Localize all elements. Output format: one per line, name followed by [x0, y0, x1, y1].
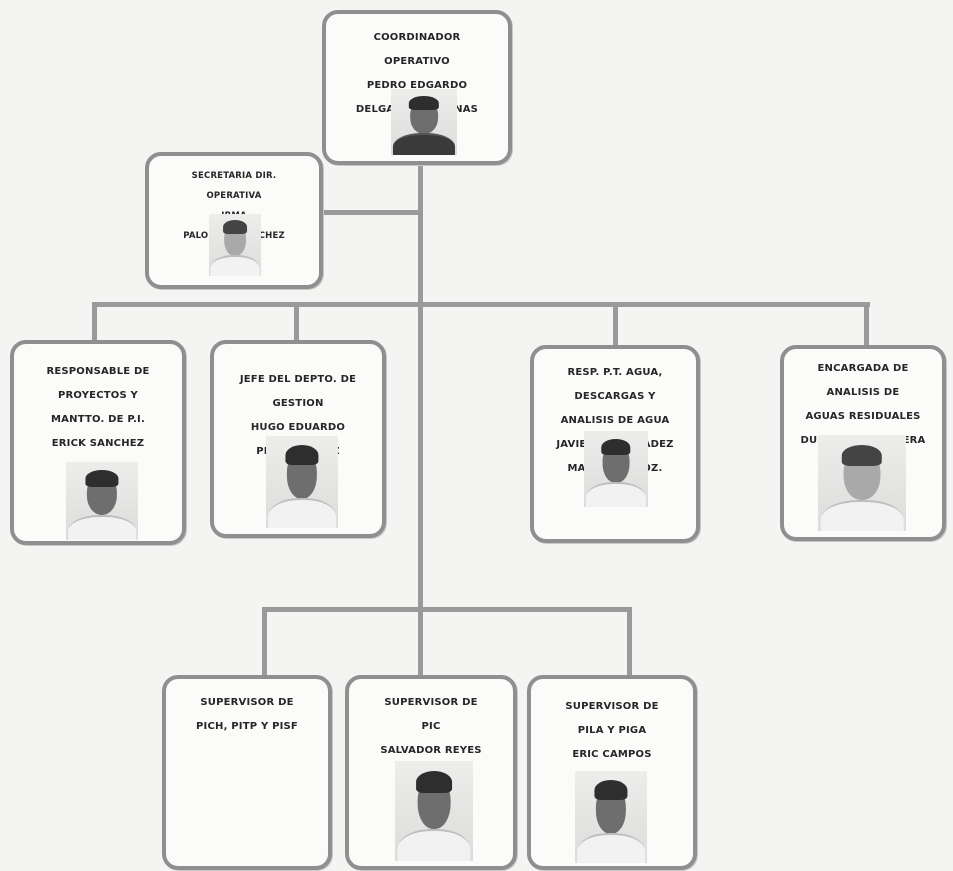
supervisor-box-pic: SUPERVISOR DE PIC SALVADOR REYES GONZALE… — [345, 675, 517, 870]
title-line: DESCARGAS Y — [574, 391, 656, 402]
title-line: OPERATIVO — [384, 56, 450, 67]
connector-supervisors-bar — [262, 607, 632, 612]
title-line: JEFE DEL DEPTO. DE — [239, 374, 357, 385]
name-line: ERICK SANCHEZ — [51, 438, 145, 449]
title-line: COORDINADOR — [373, 32, 461, 43]
name-line: PEDRO EDGARDO — [366, 80, 468, 91]
title-line: OPERATIVA — [206, 191, 262, 201]
manager-photo — [818, 435, 906, 531]
connector-supervisor-1 — [262, 607, 267, 677]
title-line: PIC — [421, 721, 441, 732]
supervisor-box-pila: SUPERVISOR DE PILA Y PIGA ERIC CAMPOS PE… — [527, 675, 697, 870]
manager-photo — [66, 462, 138, 540]
secretary-box: SECRETARIA DIR. OPERATIVA IRMA PALOMINO … — [145, 152, 323, 289]
title-line: AGUAS RESIDUALES — [805, 411, 921, 422]
manager-photo — [266, 436, 338, 528]
manager-photo — [584, 431, 648, 507]
connector-manager-2 — [294, 302, 299, 342]
connector-manager-3 — [613, 302, 618, 347]
title-line: RESP. P.T. AGUA, — [567, 367, 663, 378]
name-line: ERIC CAMPOS — [572, 749, 652, 760]
name-line: SALVADOR REYES — [380, 745, 482, 756]
title-line: SUPERVISOR DE — [200, 697, 294, 708]
title-line: RESPONSABLE DE — [46, 366, 150, 377]
secretary-photo — [209, 214, 261, 276]
manager-box-projects: RESPONSABLE DE PROYECTOS Y MANTTO. DE P.… — [10, 340, 186, 545]
manager-box-water: RESP. P.T. AGUA, DESCARGAS Y ANALISIS DE… — [530, 345, 700, 543]
supervisor-photo — [395, 761, 473, 861]
title-line: SECRETARIA DIR. — [191, 171, 277, 181]
title-line: ANALISIS DE — [826, 387, 900, 398]
coordinator-photo — [391, 89, 457, 155]
title-line: PROYECTOS Y — [57, 390, 139, 401]
connector-secretary — [322, 210, 422, 215]
manager-box-wastewater: ENCARGADA DE ANALISIS DE AGUAS RESIDUALE… — [780, 345, 946, 541]
title-line: ANALISIS DE AGUA — [560, 415, 670, 426]
name-line: HUGO EDUARDO — [250, 422, 346, 433]
supervisor-photo — [575, 771, 647, 863]
coordinator-box: COORDINADOR OPERATIVO PEDRO EDGARDO DELG… — [322, 10, 512, 165]
manager-box-management: JEFE DEL DEPTO. DE GESTION HUGO EDUARDO … — [210, 340, 386, 538]
title-line: SUPERVISOR DE — [565, 701, 659, 712]
connector-manager-4 — [864, 302, 869, 350]
connector-supervisor-3 — [627, 607, 632, 677]
title-line: SUPERVISOR DE — [384, 697, 478, 708]
title-line: PILA Y PIGA — [577, 725, 647, 736]
title-line: MANTTO. DE P.I. — [51, 414, 145, 425]
connector-managers-bar — [92, 302, 870, 307]
connector-trunk — [418, 160, 423, 608]
connector-supervisor-2 — [418, 607, 423, 677]
title-line: ENCARGADA DE — [817, 363, 909, 374]
title-line: PICH, PITP Y PISF — [196, 721, 298, 732]
supervisor-box-pich: SUPERVISOR DE PICH, PITP Y PISF — [162, 675, 332, 870]
supervisor-title: SUPERVISOR DE PICH, PITP Y PISF — [172, 685, 322, 745]
title-line: GESTION — [272, 398, 324, 409]
connector-manager-1 — [92, 302, 97, 342]
